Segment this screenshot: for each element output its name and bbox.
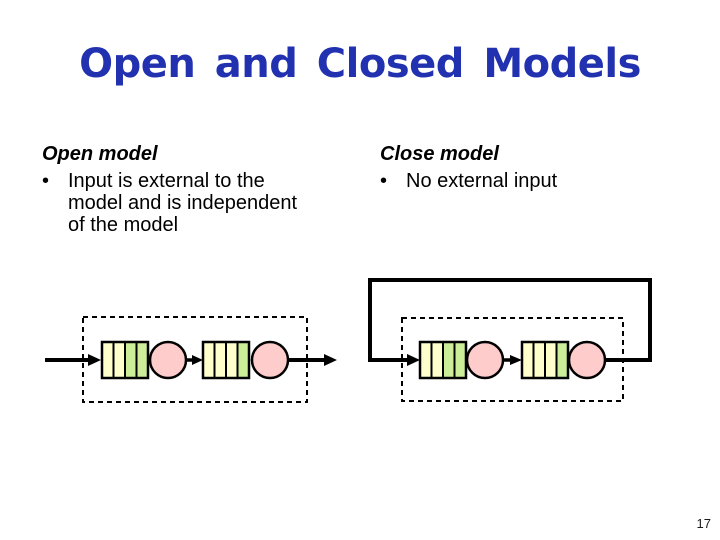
output-arrow xyxy=(288,354,337,366)
open-model-bullet-text: Input is external to the model and is in… xyxy=(68,170,298,236)
close-model-heading: Close model xyxy=(380,143,499,165)
queue-buffer xyxy=(201,340,251,380)
open-model-heading: Open model xyxy=(42,143,158,165)
server-circle xyxy=(250,340,290,380)
open-model-bullet: • Input is external to the model and is … xyxy=(42,170,377,236)
queue-cell xyxy=(532,341,546,379)
queue-cell xyxy=(521,341,535,379)
close-model-bullet-text: No external input xyxy=(406,170,558,192)
system-boundary-dashed-box xyxy=(401,317,624,402)
bullet-icon: • xyxy=(380,170,388,192)
queue-cell xyxy=(419,341,433,379)
server-circle xyxy=(148,340,188,380)
closed-model-diagram xyxy=(368,278,652,402)
queue-cell xyxy=(225,341,239,379)
queue-cell xyxy=(555,341,569,379)
queue-cell xyxy=(236,341,250,379)
server-circle xyxy=(465,340,505,380)
queue-buffer xyxy=(100,340,150,380)
close-model-bullet: • No external input xyxy=(380,170,690,192)
queue-cell xyxy=(453,341,467,379)
queue-cell xyxy=(101,341,115,379)
open-model-diagram xyxy=(45,316,337,403)
input-arrow xyxy=(45,354,101,366)
server-circle xyxy=(567,340,607,380)
bullet-icon: • xyxy=(42,170,50,192)
queue-cell xyxy=(213,341,227,379)
queue-cell xyxy=(112,341,126,379)
queue-cell xyxy=(544,341,558,379)
queue-cell xyxy=(442,341,456,379)
queue-cell xyxy=(430,341,444,379)
system-boundary-dashed-box xyxy=(82,316,308,403)
queue-buffer xyxy=(520,340,570,380)
inter-stage-arrow xyxy=(186,355,203,365)
page-title: Open and Closed Models xyxy=(79,41,641,87)
queue-cell xyxy=(124,341,138,379)
queue-buffer xyxy=(418,340,468,380)
queue-cell xyxy=(135,341,149,379)
queue-cell xyxy=(202,341,216,379)
page-number: 17 xyxy=(696,516,711,531)
close-model-text-column: Close model • No external input xyxy=(380,142,690,192)
inter-stage-arrow xyxy=(503,355,522,365)
feedback-loop xyxy=(368,278,652,366)
open-model-text-column: Open model • Input is external to the mo… xyxy=(42,142,377,236)
